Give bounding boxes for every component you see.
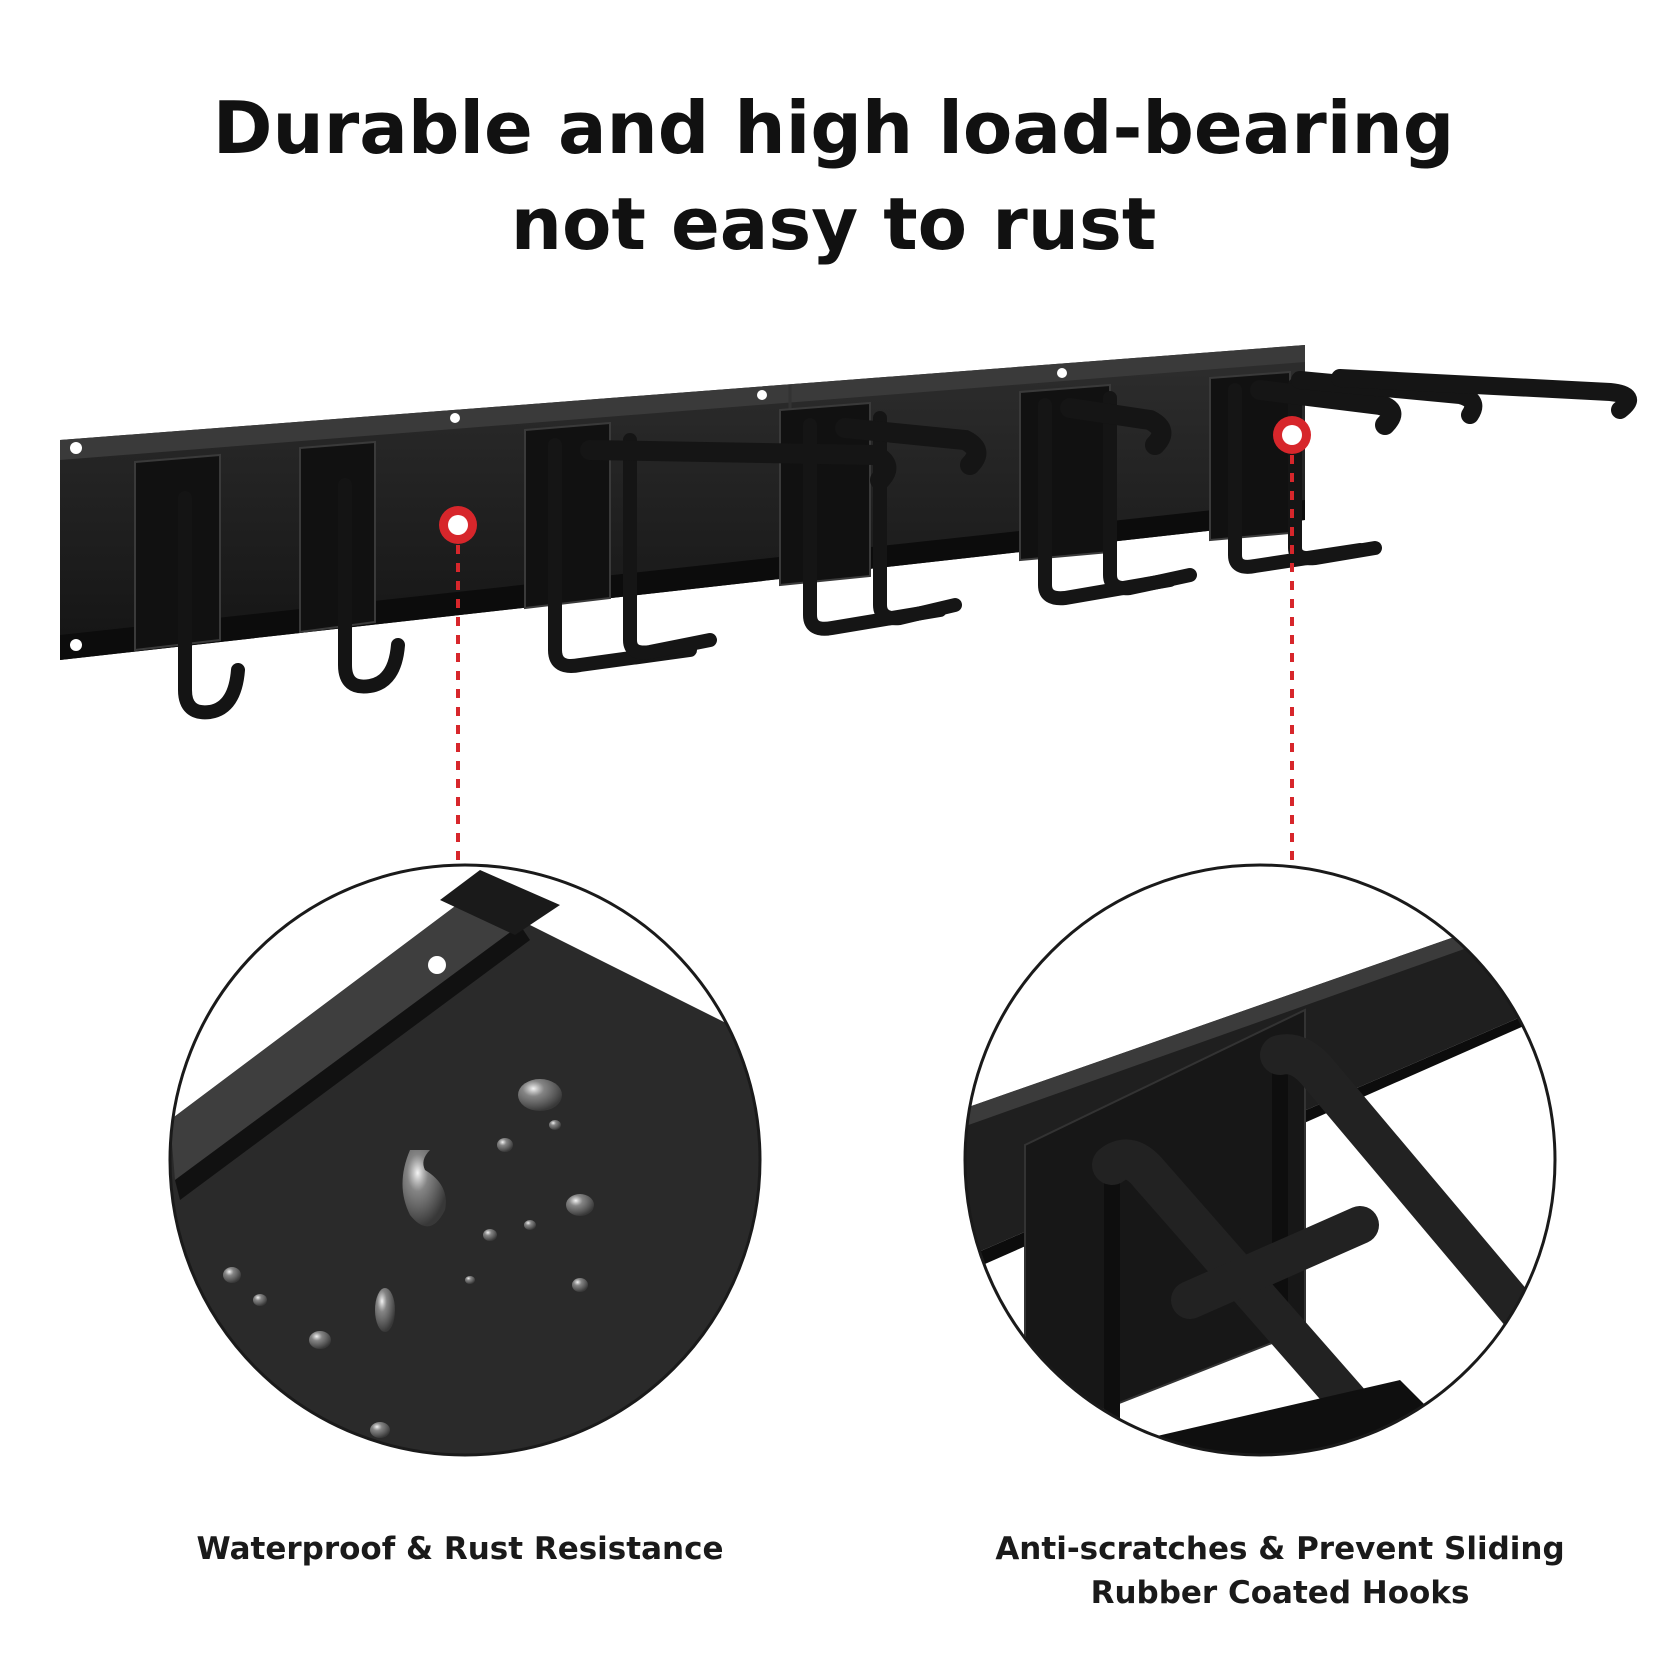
u-hooks xyxy=(548,369,1637,673)
water-droplet-icon xyxy=(223,1079,594,1438)
headline: Durable and high load-bearing not easy t… xyxy=(0,80,1667,272)
detail-circle-rubber-hook xyxy=(963,863,1557,1457)
headline-line-2: not easy to rust xyxy=(510,182,1157,266)
callout-right xyxy=(1273,416,1311,890)
caption-waterproof-text: Waterproof & Rust Resistance xyxy=(196,1531,724,1567)
detail-circle-waterproof xyxy=(168,863,762,1457)
caption-rubber-hooks: Anti-scratches & Prevent Sliding Rubber … xyxy=(900,1527,1660,1615)
wall-rail xyxy=(60,345,1305,660)
j-hooks xyxy=(178,478,405,720)
callout-left xyxy=(439,506,477,890)
caption-rubber-hooks-line-2: Rubber Coated Hooks xyxy=(1090,1575,1470,1611)
headline-line-1: Durable and high load-bearing xyxy=(212,86,1455,170)
caption-rubber-hooks-line-1: Anti-scratches & Prevent Sliding xyxy=(995,1531,1565,1567)
caption-waterproof: Waterproof & Rust Resistance xyxy=(150,1527,770,1571)
